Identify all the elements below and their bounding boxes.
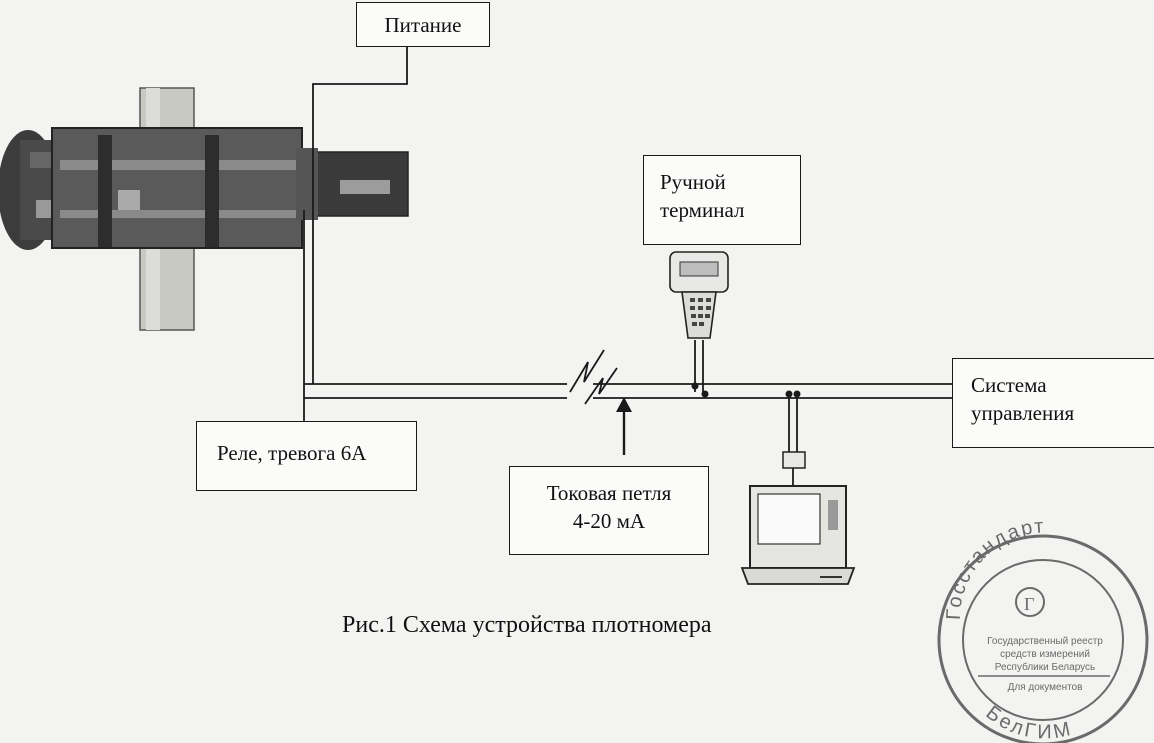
control-system-label-box: Система управления [952, 358, 1154, 448]
power-wire [312, 47, 408, 384]
junction-dots [691, 382, 801, 398]
figure-caption: Рис.1 Схема устройства плотномера [342, 612, 712, 638]
stamp-line-2: средств измерений [1000, 649, 1090, 660]
loop-label-line-2: 4-20 мА [572, 509, 646, 534]
power-label-box: Питание [356, 2, 490, 47]
control-label-line-2: управления [971, 401, 1075, 426]
handheld-terminal-icon [669, 251, 729, 339]
control-label-line-1: Система [971, 373, 1047, 397]
break-zigzag-1 [569, 349, 605, 393]
official-stamp: Г [937, 534, 1149, 743]
current-loop-label-box: Токовая петля 4-20 мА [509, 466, 709, 555]
laptop-icon [740, 451, 856, 585]
terminal-label-line-1: Ручной [660, 170, 726, 194]
stamp-line-3: Республики Беларусь [995, 661, 1096, 673]
svg-text:Г: Г [1024, 594, 1034, 614]
handheld-terminal-label-box: Ручной терминал [643, 155, 801, 245]
loop-arrow-icon [616, 397, 632, 455]
stamp-bottom-text: БелГИМ [982, 702, 1075, 743]
relay-label: Реле, тревога 6А [217, 441, 367, 465]
stamp-inner-text: Государственный реестр средств измерений… [987, 636, 1103, 693]
loop-label-line-1: Токовая петля [546, 481, 672, 505]
power-label: Питание [384, 13, 462, 37]
terminal-label-line-2: терминал [660, 198, 745, 223]
stamp-sub: Для документов [1008, 682, 1083, 693]
wiring [303, 47, 952, 486]
break-zigzag-2 [584, 367, 618, 405]
relay-alarm-label-box: Реле, тревога 6А [196, 421, 417, 491]
density-meter-device [0, 87, 409, 331]
stamp-line-1: Государственный реестр [987, 636, 1103, 647]
